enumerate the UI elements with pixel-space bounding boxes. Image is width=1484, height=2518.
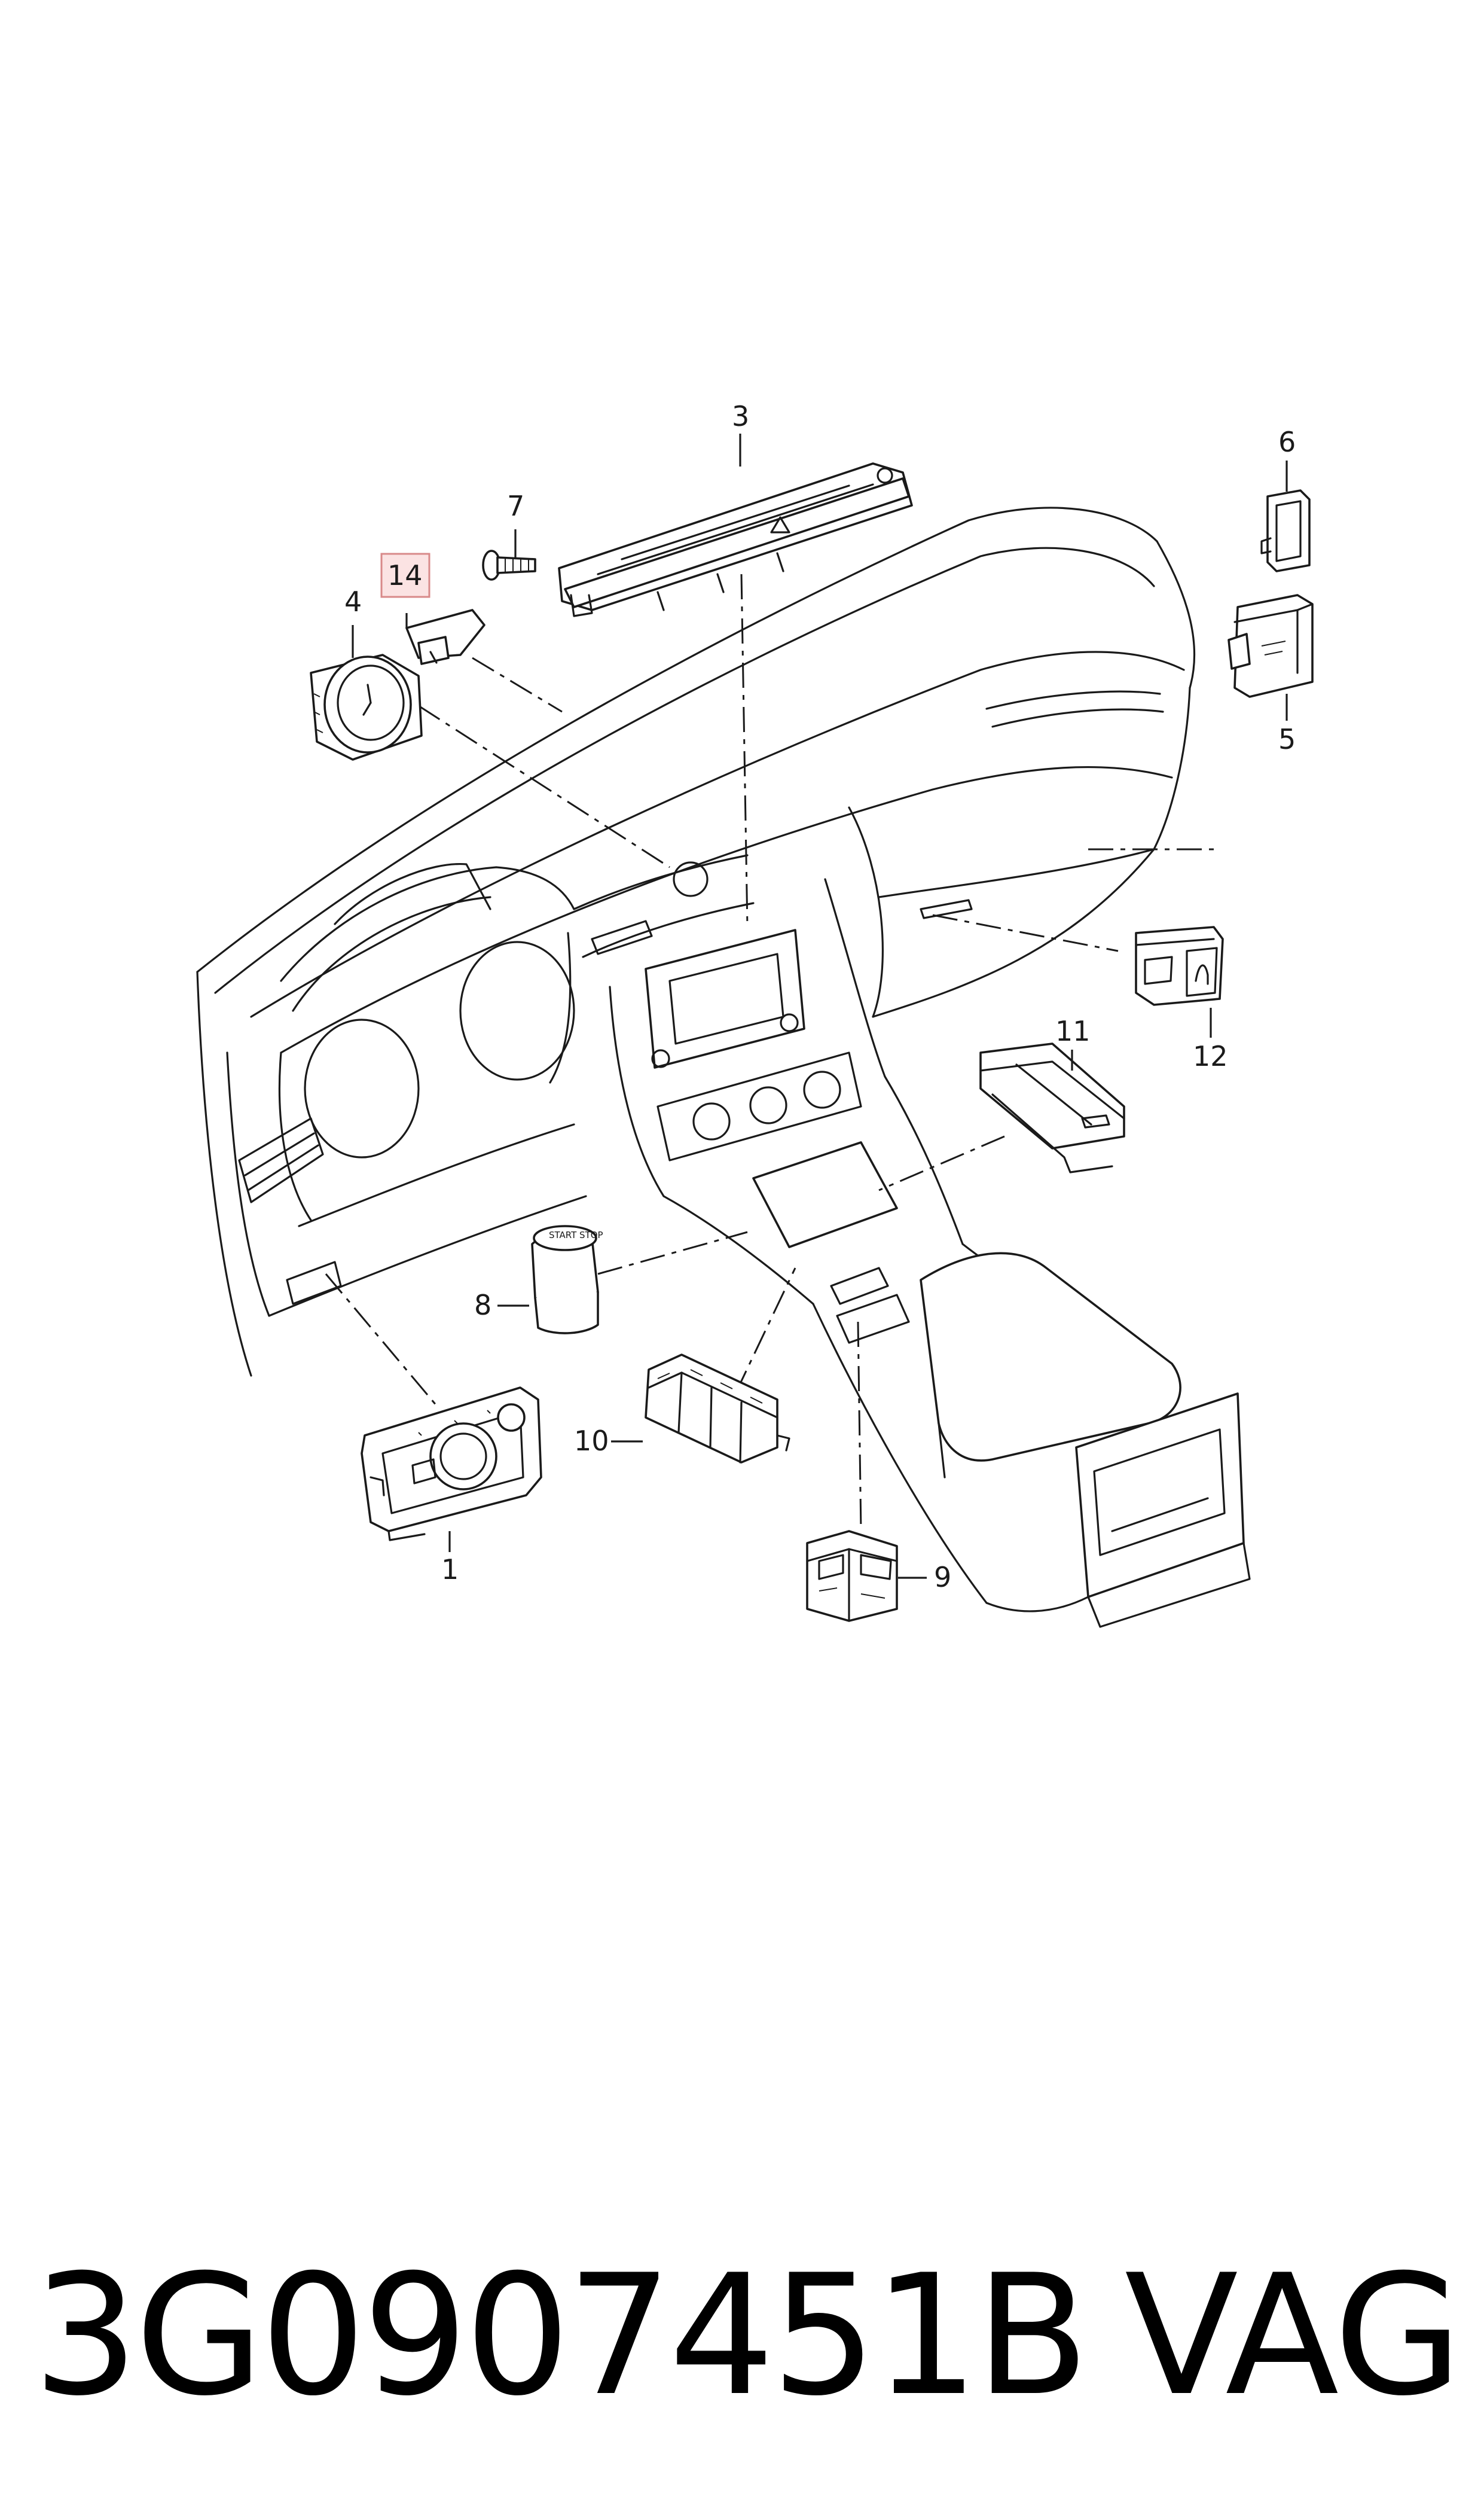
- callout-12: 12: [1193, 1040, 1228, 1072]
- headlight-switch: [361, 1386, 542, 1541]
- dashboard-outline: [196, 507, 1251, 1628]
- analog-clock: [310, 654, 423, 761]
- screw: [482, 550, 536, 581]
- switch-block-5: [1227, 594, 1314, 698]
- part-number: 3G0907451B: [33, 2239, 1089, 2432]
- callout-labels: 3 7 4 14 6 5 12 11 8 10 9 1: [344, 400, 1296, 1593]
- footer: 3G0907451B VAG: [0, 2237, 1484, 2434]
- window-switch-block: [979, 1042, 1125, 1173]
- hazard-switch-panel: [558, 462, 913, 617]
- start-stop-label: START STOP: [549, 1230, 603, 1240]
- seat-heating-switch: [1135, 926, 1224, 1006]
- callout-14: 14: [387, 559, 423, 592]
- callout-9: 9: [934, 1561, 951, 1593]
- console-switch-pair: [806, 1530, 898, 1622]
- leader-lines: [325, 574, 1214, 1532]
- callout-1: 1: [441, 1553, 459, 1586]
- callout-8: 8: [474, 1289, 491, 1321]
- dashboard-exploded-diagram: START STOP: [196, 400, 1314, 1628]
- callout-6: 6: [1278, 426, 1296, 458]
- cover-cap: [405, 609, 485, 665]
- callout-3: 3: [732, 400, 749, 432]
- callout-14-highlight: [380, 553, 430, 598]
- callout-5: 5: [1278, 723, 1296, 755]
- start-stop-button: START STOP: [531, 1225, 603, 1334]
- brand-name: VAG: [1124, 2239, 1462, 2432]
- callout-10: 10: [574, 1425, 609, 1457]
- console-switch-strip: [645, 1353, 790, 1464]
- callout-ticks: [352, 434, 1288, 1579]
- callout-11: 11: [1055, 1015, 1091, 1047]
- callout-4: 4: [344, 586, 362, 618]
- callout-7: 7: [507, 490, 524, 522]
- connector-cap: [1260, 489, 1311, 572]
